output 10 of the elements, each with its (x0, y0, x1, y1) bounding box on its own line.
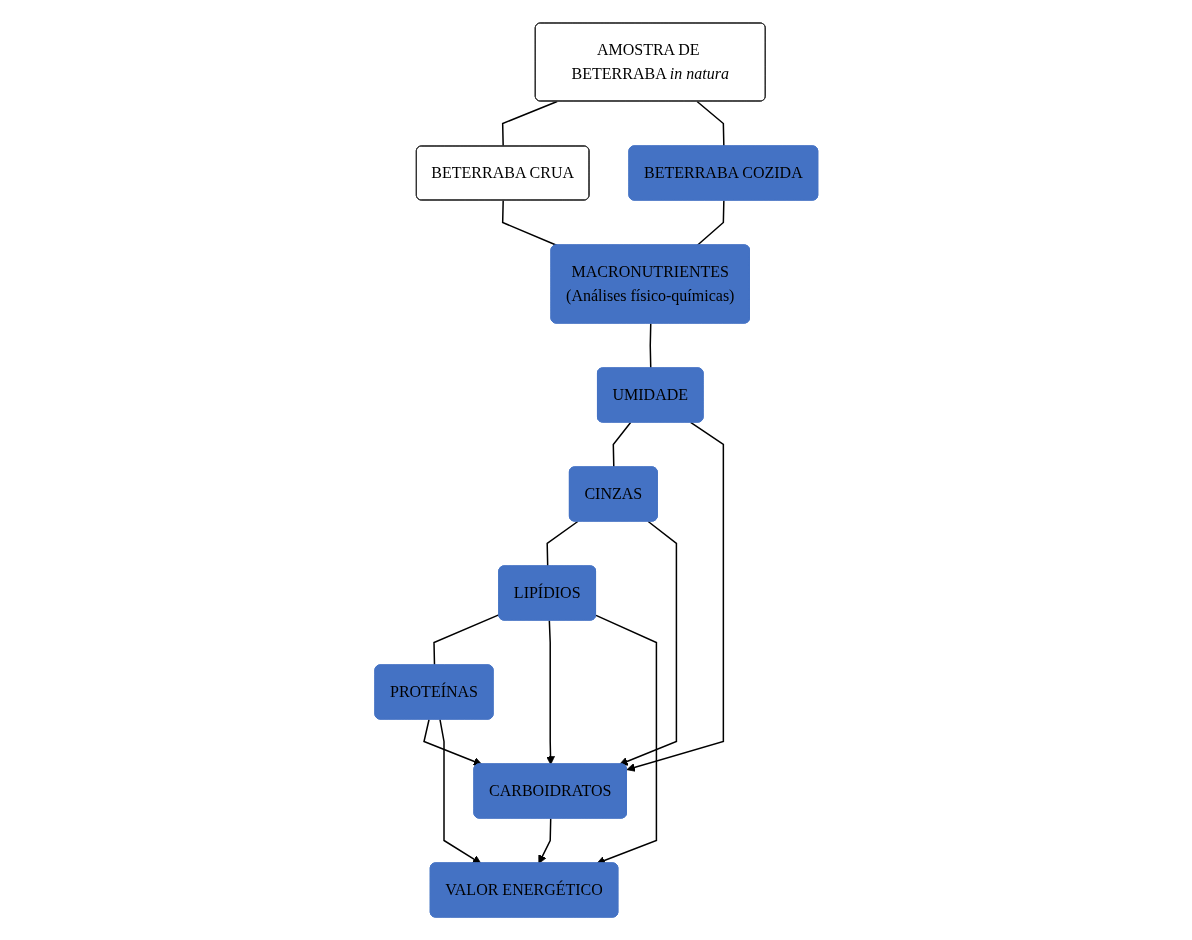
arrow (626, 421, 724, 772)
arrow (438, 718, 481, 864)
connector (501, 100, 558, 148)
connector (696, 100, 725, 148)
arrow (422, 718, 482, 766)
connector (501, 199, 558, 247)
arrow (538, 817, 552, 864)
arrow (618, 520, 677, 766)
connector (696, 199, 725, 247)
arrow (545, 619, 555, 765)
